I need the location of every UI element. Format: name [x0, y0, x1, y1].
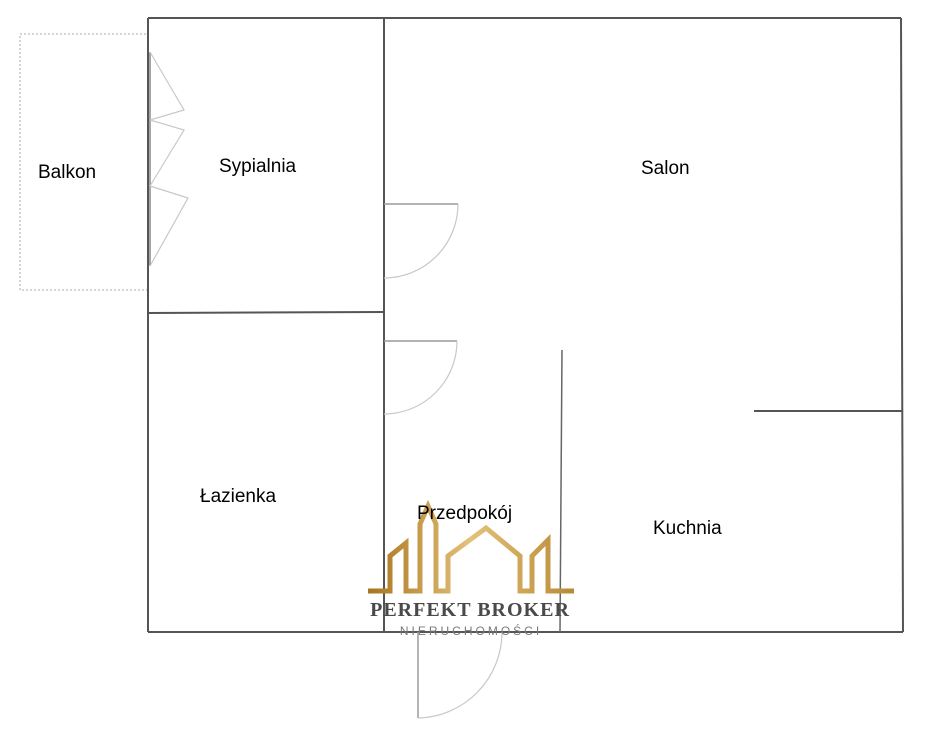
- watermark-logo: PERFEKT BROKER NIERUCHOMOŚCI: [368, 499, 574, 638]
- logo-brand-name: PERFEKT BROKER: [370, 599, 570, 621]
- balcony-door: [149, 51, 189, 267]
- room-label-kuchnia: Kuchnia: [653, 518, 722, 539]
- bedroom-door: [383, 203, 459, 279]
- bathroom-door: [383, 340, 458, 415]
- room-label-przedpokoj: Przedpokój: [417, 503, 512, 524]
- entrance-door: [417, 631, 503, 719]
- outer-walls: [147, 17, 904, 633]
- room-label-salon: Salon: [641, 158, 690, 179]
- logo-brand-subtitle: NIERUCHOMOŚCI: [400, 623, 542, 638]
- interior-walls: [147, 18, 903, 633]
- room-label-balkon: Balkon: [38, 162, 96, 183]
- logo-skyline-icon: [368, 499, 574, 594]
- room-label-sypialnia: Sypialnia: [219, 156, 297, 177]
- room-label-lazienka: Łazienka: [200, 486, 276, 507]
